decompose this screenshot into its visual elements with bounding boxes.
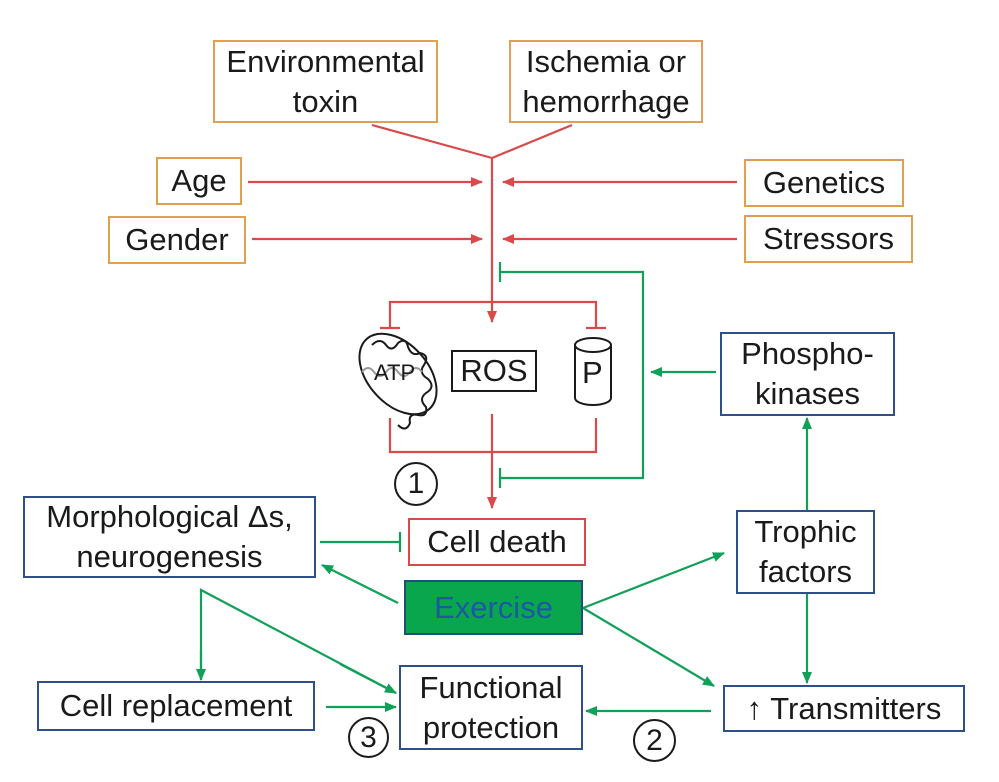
mitochondrion-icon — [358, 332, 438, 430]
cell-replacement-box: Cell replacement — [37, 681, 315, 731]
marker-3: 3 — [348, 717, 389, 758]
exercise-box: Exercise — [404, 580, 583, 635]
cell-death-box: Cell death — [408, 518, 586, 566]
toxin-connector — [371, 123, 493, 160]
exercise-to-trophic-arrow — [582, 551, 725, 610]
atp-label: ATP — [374, 360, 416, 385]
ischemia-box: Ischemia or hemorrhage — [509, 40, 703, 123]
exercise-to-morph-arrow — [321, 564, 399, 604]
marker-2: 2 — [633, 719, 676, 762]
exercise-to-transmitters-arrow — [582, 607, 715, 687]
functional-protection-box: Functional protection — [399, 665, 583, 750]
ros-box: ROS — [451, 350, 537, 392]
phosphate-cylinder-icon — [574, 337, 612, 406]
morph-to-protection-arrow — [339, 663, 397, 694]
trophic-factors-box: Trophic factors — [736, 510, 875, 594]
age-box: Age — [156, 157, 242, 205]
p-label: P — [582, 355, 603, 390]
stressors-box: Stressors — [744, 215, 913, 263]
marker-1: 1 — [394, 462, 438, 506]
gender-box: Gender — [108, 216, 246, 264]
phosphokinases-box: Phospho- kinases — [720, 332, 895, 416]
morphological-box: Morphological Δs, neurogenesis — [23, 496, 316, 578]
phospho-feedback-line — [500, 270, 645, 480]
genetics-box: Genetics — [744, 159, 904, 207]
transmitters-box: ↑ Transmitters — [723, 685, 965, 732]
environmental-toxin-box: Environmental toxin — [213, 40, 438, 123]
ischemia-connector — [491, 123, 573, 160]
